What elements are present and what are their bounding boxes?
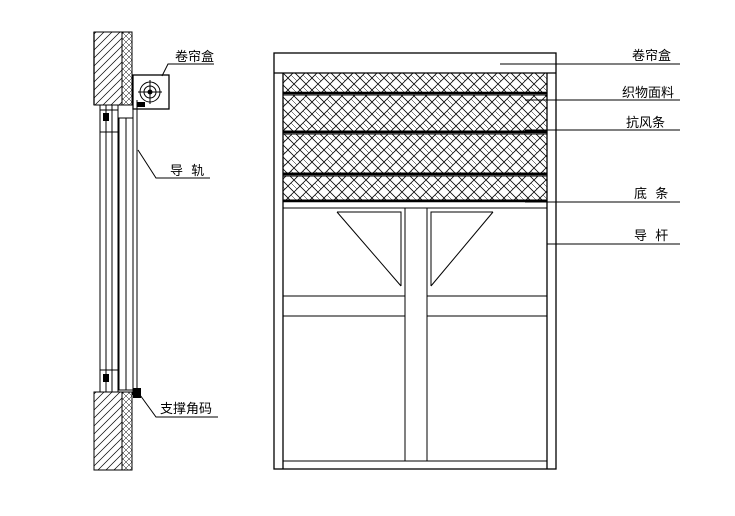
side-roller-box bbox=[132, 74, 170, 110]
front-view: 卷帘盒 织物面料 抗风条 底 条 导 杆 bbox=[273, 48, 680, 470]
side-label-support-bracket: 支撑角码 bbox=[160, 402, 212, 417]
fabric-band-3 bbox=[282, 133, 548, 174]
window-sill-profile bbox=[99, 369, 119, 393]
lower-wall-finish bbox=[121, 391, 133, 471]
front-window bbox=[282, 207, 548, 462]
side-section-view: 卷帘盒 导 轨 支撑角码 bbox=[93, 31, 218, 471]
side-label-roller-box: 卷帘盒 bbox=[175, 49, 214, 65]
upper-wall-finish bbox=[121, 31, 133, 106]
front-outer-frame bbox=[273, 52, 557, 470]
lower-wall bbox=[93, 391, 123, 471]
front-label-fabric: 织物面料 bbox=[622, 86, 674, 101]
fabric-band-2 bbox=[282, 94, 548, 132]
front-label-roller-box: 卷帘盒 bbox=[632, 48, 671, 64]
window-frame bbox=[99, 104, 119, 393]
window-head-profile bbox=[99, 109, 119, 133]
front-label-wind-bar: 抗风条 bbox=[626, 115, 665, 131]
fabric-band-4 bbox=[282, 175, 548, 201]
upper-wall bbox=[93, 31, 123, 106]
front-label-guide-rod: 导 杆 bbox=[634, 229, 668, 244]
front-label-bottom-bar: 底 条 bbox=[634, 186, 668, 202]
fabric-band-1 bbox=[282, 72, 548, 94]
support-bracket bbox=[133, 388, 141, 398]
side-label-guide-rail: 导 轨 bbox=[170, 164, 204, 179]
